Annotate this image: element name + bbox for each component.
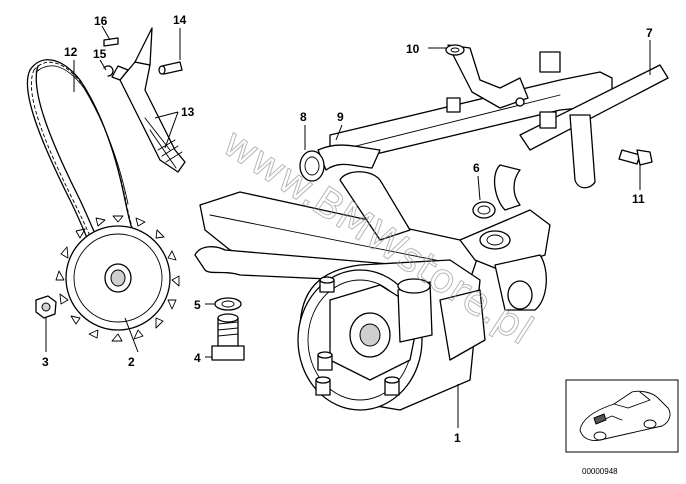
callout-9: 9 bbox=[337, 110, 344, 124]
callout-10: 10 bbox=[406, 42, 420, 56]
inset-code-label: 00000948 bbox=[582, 467, 618, 476]
callout-8: 8 bbox=[300, 110, 307, 124]
oil-pump bbox=[194, 171, 551, 411]
car-icon bbox=[579, 390, 671, 441]
callout-1: 1 bbox=[454, 431, 461, 445]
callout-15: 15 bbox=[93, 47, 107, 61]
inset-frame bbox=[565, 379, 679, 453]
chain-tensioner bbox=[103, 27, 186, 173]
callout-7: 7 bbox=[646, 26, 653, 40]
chain-sprocket bbox=[55, 215, 180, 342]
callout-13: 13 bbox=[181, 105, 195, 119]
bolt bbox=[211, 313, 245, 361]
o-ring bbox=[472, 201, 496, 219]
oil-pipe-assembly bbox=[329, 44, 669, 211]
hex-bolt bbox=[618, 149, 653, 166]
callout-14: 14 bbox=[173, 13, 187, 27]
callout-3: 3 bbox=[42, 355, 49, 369]
callout-11: 11 bbox=[632, 192, 645, 206]
callout-5: 5 bbox=[194, 298, 201, 312]
leader-lines bbox=[45, 25, 651, 428]
suction-pipe bbox=[299, 144, 381, 182]
callout-4: 4 bbox=[194, 351, 201, 365]
callout-6: 6 bbox=[473, 161, 480, 175]
callout-16: 16 bbox=[94, 14, 108, 28]
callout-12: 12 bbox=[64, 45, 78, 59]
callout-labels: 1 2 3 4 5 6 7 8 9 10 11 12 13 14 15 16 bbox=[42, 13, 653, 445]
vehicle-inset: 00000948 bbox=[565, 379, 679, 476]
washer bbox=[214, 297, 242, 311]
callout-2: 2 bbox=[128, 355, 135, 369]
hex-nut bbox=[35, 295, 57, 319]
